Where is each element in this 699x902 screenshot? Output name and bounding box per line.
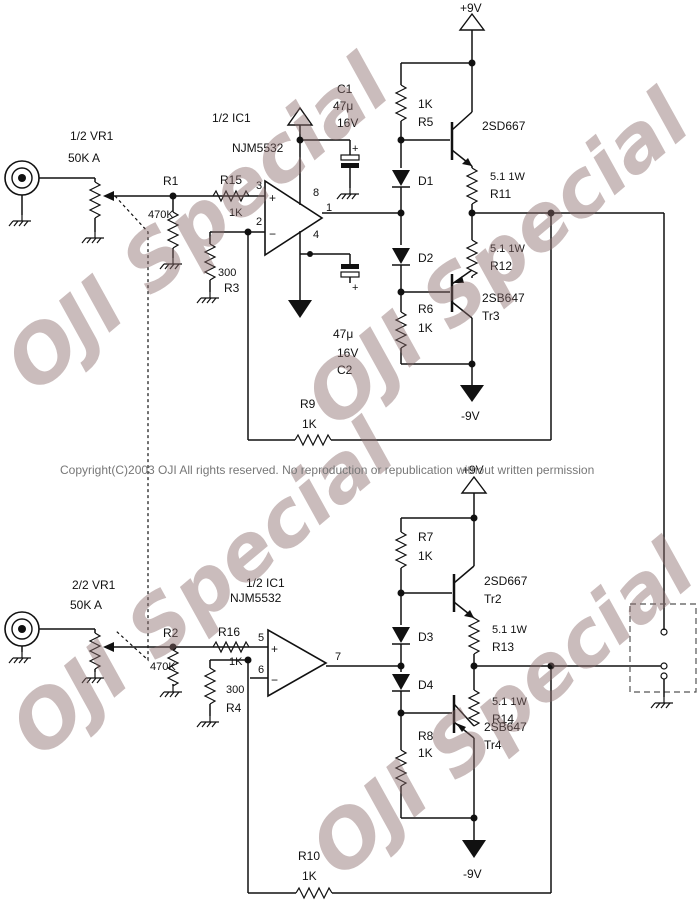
vr1-bottom-label: 2/2 VR1 [72,578,116,592]
r7-label: R7 [418,530,434,544]
tr4-part: 2SB647 [484,720,527,734]
r15-value: 1K [229,207,243,219]
r14-label: R14 [492,712,514,726]
vr1-bottom: 2/2 VR1 50K A [70,578,250,684]
r11-value: 5.1 1W [490,171,525,183]
pin-1: 1 [326,202,332,214]
opamp-2-minus: − [271,673,278,687]
r7-value: 1K [418,549,433,563]
tr3-part: 2SB647 [482,291,525,305]
r12-value: 5.1 1W [490,243,525,255]
r4-label: R4 [226,701,242,715]
c1: + C1 47μ 16V [333,82,360,200]
supply-neg-1: -9V [461,409,480,423]
vr1-top-label: 1/2 VR1 [70,129,114,143]
c2-voltage: 16V [337,346,358,360]
d1-label: D1 [418,174,434,188]
r2-value: 470K [150,661,176,673]
r1-label: R1 [163,174,179,188]
opamp-1: + − 3 2 8 4 1 1/2 IC1 NJM5532 [212,111,332,257]
tr2-label: Tr2 [484,592,502,606]
r5-label: R5 [418,115,434,129]
pin-4: 4 [313,229,319,241]
supply-pos-2: +9V [462,463,484,477]
c1-value: 47μ [333,99,353,113]
tr4-label: Tr4 [484,738,502,752]
c2-plus: + [352,282,358,294]
d2-label: D2 [418,251,434,265]
r10-label: R10 [298,849,320,863]
d4-label: D4 [418,678,434,692]
r14-value: 5.1 1W [492,696,527,708]
ic-bottom-label: 1/2 IC1 [246,576,285,590]
vr1-top-value: 50K A [68,151,100,165]
r4-value: 300 [226,684,244,696]
pnp-transistor-3: 2SB647 Tr3 [401,269,525,385]
r3-label: R3 [224,281,240,295]
r11-label: R11 [490,187,511,201]
pin-6: 6 [258,664,264,676]
channel-1: 1/2 VR1 50K A R1 470K R15 1K + − 3 2 8 4… [4,1,668,636]
opamp-1-minus: − [269,227,276,241]
channel-2: 2/2 VR1 50K A R2 470K R16 1K + − 5 6 7 1… [4,463,668,899]
vr1-gang-link [114,195,149,662]
supply-neg-2: -9V [463,867,482,881]
pin-5: 5 [258,632,264,644]
pin-2: 2 [256,216,262,228]
opamp-2: + − 5 6 7 1/2 IC1 NJM5532 [230,576,341,698]
r6-label: R6 [418,302,434,316]
vr1-top: 1/2 VR1 50K A [68,129,250,244]
pin-7: 7 [335,651,341,663]
pin-8: 8 [313,187,319,199]
r2-label: R2 [163,626,179,640]
r15-label: R15 [220,173,242,187]
npn-transistor-2: 2SD667 Tr2 [401,518,528,619]
watermark-3: OJI Special [0,403,412,774]
output-connector [629,603,697,709]
tr3-label: Tr3 [482,309,500,323]
r9-value: 1K [302,417,317,431]
r12-label: R12 [490,259,512,273]
r10-value: 1K [302,869,317,883]
pnp-transistor-4: 2SB647 Tr4 [401,695,527,840]
r13-value: 5.1 1W [492,624,527,636]
r1-value: 470K [148,209,174,221]
r5-value: 1K [418,97,433,111]
ic-top-label: 1/2 IC1 [212,111,251,125]
r13-label: R13 [492,640,514,654]
c2-label: C2 [337,363,353,377]
c2-value: 47μ [333,327,353,341]
r8-label: R8 [418,729,434,743]
opamp-2-plus: + [271,642,278,656]
r6-value: 1K [418,321,433,335]
c2: + 47μ 16V C2 [333,254,360,377]
tr1-part: 2SD667 [482,119,526,133]
opamp-1-plus: + [269,191,276,205]
r8-value: 1K [418,746,433,760]
d3-label: D3 [418,630,434,644]
tr2-part: 2SD667 [484,574,528,588]
npn-transistor-1: 2SD667 [401,63,526,167]
ic-top-part: NJM5532 [232,141,284,155]
pin-3: 3 [256,180,262,192]
c1-voltage: 16V [337,116,358,130]
c1-label: C1 [337,82,353,96]
r16-label: R16 [218,625,240,639]
supply-pos-1: +9V [460,1,482,15]
ic-bottom-part: NJM5532 [230,591,282,605]
copyright-notice: Copyright(C)2003 OJI All rights reserved… [60,463,594,477]
r16-value: 1K [229,656,243,668]
c1-plus: + [352,143,358,155]
r9-label: R9 [300,397,316,411]
r3-value: 300 [218,267,236,279]
vr1-bottom-value: 50K A [70,598,102,612]
input-jack-1 [4,160,95,227]
input-jack-2 [4,611,95,664]
